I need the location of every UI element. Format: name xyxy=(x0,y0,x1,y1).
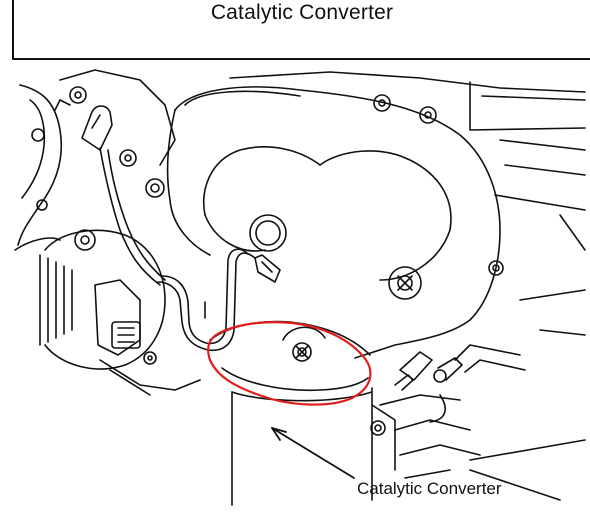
title-box: Catalytic Converter xyxy=(12,0,590,60)
right-fittings xyxy=(379,344,526,479)
alternator xyxy=(39,229,201,396)
highlight-circle xyxy=(207,321,372,406)
engine-block-outline xyxy=(229,71,586,501)
converter-body xyxy=(231,387,396,506)
oxygen-sensor-wire xyxy=(157,248,281,352)
page-title: Catalytic Converter xyxy=(210,1,394,24)
heat-shield xyxy=(145,86,504,359)
callout-arrow xyxy=(271,427,355,479)
dipstick-handle xyxy=(81,105,166,286)
engine-front-outline xyxy=(14,69,176,251)
callout-label: Catalytic Converter xyxy=(357,479,502,498)
